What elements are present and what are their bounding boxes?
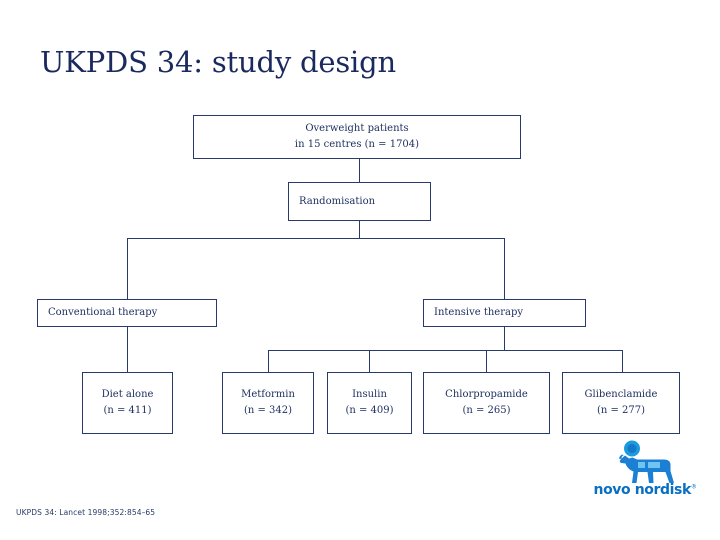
flow-node-conventional-therapy: Conventional therapy [37, 299, 217, 327]
flow-node-overweight-line2: in 15 centres (n = 1704) [294, 139, 420, 150]
flow-node-metformin-count: (n = 342) [243, 405, 293, 416]
flow-node-intensive-therapy: Intensive therapy [423, 299, 586, 327]
flow-node-chlorpropamide-count: (n = 265) [462, 405, 511, 416]
connector-to-insulin [368, 350, 370, 372]
connector-to-glibenclamide [621, 350, 623, 372]
connector-randomisation-down [358, 221, 360, 238]
flow-node-chlorpropamide-label: Chlorpropamide [445, 389, 528, 400]
connector-to-intensive [503, 238, 505, 299]
connector-overweight-to-randomisation [358, 159, 360, 182]
connector-intensive-split-bar [268, 349, 623, 351]
flow-node-randomisation: Randomisation [288, 182, 431, 221]
flow-node-insulin-count: (n = 409) [345, 405, 394, 416]
flow-node-conventional-label: Conventional therapy [48, 307, 158, 318]
flow-node-diet-count: (n = 411) [103, 405, 152, 416]
connector-to-conventional [126, 238, 128, 299]
connector-conventional-to-diet [126, 327, 128, 372]
novo-nordisk-wordmark-text: novo nordisk [593, 482, 692, 498]
flow-node-intensive-label: Intensive therapy [434, 307, 524, 318]
novo-nordisk-wordmark: novo nordisk® [590, 482, 700, 498]
flow-node-diet-label: Diet alone [101, 389, 154, 400]
flow-node-glibenclamide-count: (n = 277) [596, 405, 646, 416]
flow-node-insulin: Insulin (n = 409) [327, 372, 412, 434]
page-title: UKPDS 34: study design [40, 45, 396, 79]
connector-intensive-down [503, 327, 505, 350]
connector-to-metformin [267, 350, 269, 372]
connector-randomisation-split-bar [127, 237, 505, 239]
connector-to-chlorpropamide [485, 350, 487, 372]
flow-node-metformin-label: Metformin [241, 389, 295, 400]
flow-node-overweight-line1: Overweight patients [305, 123, 409, 134]
novo-nordisk-logo: novo nordisk® [590, 440, 700, 502]
footer-reference: UKPDS 34: Lancet 1998;352:854–65 [16, 508, 156, 517]
flow-node-glibenclamide-label: Glibenclamide [584, 389, 658, 400]
apis-bull-icon [619, 440, 674, 483]
flow-node-diet-alone: Diet alone (n = 411) [82, 372, 173, 434]
flow-node-chlorpropamide: Chlorpropamide (n = 265) [423, 372, 550, 434]
registered-trademark-icon: ® [690, 483, 697, 491]
flow-node-insulin-label: Insulin [352, 389, 387, 400]
flow-node-overweight-patients: Overweight patients in 15 centres (n = 1… [193, 115, 521, 159]
flow-node-metformin: Metformin (n = 342) [222, 372, 314, 434]
flow-node-glibenclamide: Glibenclamide (n = 277) [562, 372, 680, 434]
flow-node-randomisation-label: Randomisation [299, 195, 376, 207]
